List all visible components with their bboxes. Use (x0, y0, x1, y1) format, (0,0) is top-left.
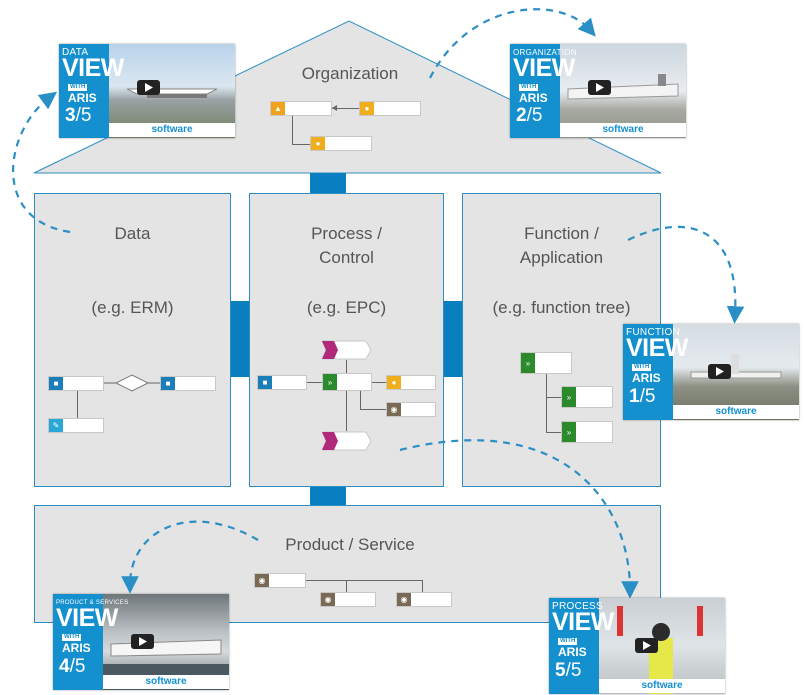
thumb-aris-label: ARIS (68, 91, 97, 105)
role-icon: ● (387, 376, 401, 389)
thumb-episode-number: 5/5 (555, 660, 582, 681)
process-view-video-thumbnail[interactable]: PROCESS VIEW WITH ARIS 5/5 software (549, 598, 725, 694)
product-node-child-2[interactable]: ◉ (396, 592, 452, 607)
thumb-view-label: VIEW (62, 54, 124, 82)
product-node-process[interactable]: ◉ (386, 402, 436, 417)
role-node-bottom[interactable]: ● (310, 136, 372, 151)
product-icon: ◉ (397, 593, 411, 606)
data-view-video-thumbnail[interactable]: DATA VIEW WITH ARIS 3/5 software (59, 44, 235, 138)
product-icon: ◉ (321, 593, 335, 606)
organization-view-title: Organization (301, 64, 399, 83)
thumb-subtitle: ORGANIZATION (513, 48, 577, 57)
thumb-aris-label: ARIS (519, 91, 548, 105)
role-icon: ● (360, 102, 374, 115)
thumb-aris-label: ARIS (62, 641, 91, 655)
play-icon[interactable] (137, 80, 160, 95)
event-node-top[interactable] (322, 340, 372, 360)
software-ag-logo: software (673, 405, 799, 419)
thumb-aris-label: ARIS (632, 371, 661, 385)
role-node-right[interactable]: ● (359, 101, 421, 116)
thumb-view-label: VIEW (513, 54, 575, 82)
data-view-example: (e.g. ERM) (91, 298, 174, 317)
software-ag-logo: software (109, 123, 235, 137)
connector-data-process (231, 301, 249, 377)
org-unit-node[interactable]: ▲ (270, 101, 332, 116)
function-node-process[interactable]: » (322, 373, 372, 391)
airplane-photo (107, 44, 235, 138)
thumb-with-label: WITH (68, 84, 88, 91)
thumb-with-label: WITH (632, 364, 652, 371)
product-icon: ◉ (387, 403, 401, 416)
product-view-video-thumbnail[interactable]: PRODUCT & SERVICES VIEW WITH ARIS 4/5 so… (53, 594, 229, 690)
function-icon: » (521, 353, 535, 373)
airplane-photo (671, 324, 799, 420)
function-view-title-line2: Application (519, 248, 604, 267)
entity-icon: ■ (161, 377, 175, 390)
org-node-process[interactable]: ■ (257, 375, 307, 390)
event-node-bottom[interactable] (322, 431, 372, 451)
thumb-subtitle: FUNCTION (626, 327, 681, 338)
play-icon[interactable] (708, 364, 731, 379)
play-icon[interactable] (635, 638, 658, 653)
function-view-video-thumbnail[interactable]: FUNCTION VIEW WITH ARIS 1/5 software (623, 324, 799, 420)
function-icon: » (562, 387, 576, 407)
thumb-episode-number: 3/5 (65, 105, 92, 126)
product-node-root[interactable]: ◉ (254, 573, 306, 588)
thumb-view-label: VIEW (56, 604, 118, 632)
thumb-with-label: WITH (558, 638, 578, 645)
entity-node-left[interactable]: ■ (48, 376, 104, 391)
attribute-node[interactable]: ✎ (48, 418, 104, 433)
product-view-title: Product / Service (285, 535, 415, 554)
connector-process-product (310, 487, 346, 505)
thumb-view-label: VIEW (626, 334, 688, 362)
function-view-title-line1: Function / (524, 224, 599, 243)
product-icon: ◉ (255, 574, 269, 587)
software-ag-logo: software (560, 123, 686, 137)
thumb-subtitle: PROCESS (552, 601, 604, 612)
thumb-with-label: WITH (519, 84, 539, 91)
software-ag-logo: software (599, 679, 725, 693)
process-view-title-line1: Process / (311, 224, 382, 243)
thumb-aris-label: ARIS (558, 645, 587, 659)
process-view-title-line2: Control (319, 248, 374, 267)
function-icon: » (323, 374, 337, 390)
organization-view-video-thumbnail[interactable]: ORGANIZATION VIEW WITH ARIS 2/5 software (510, 44, 686, 138)
thumb-episode-number: 4/5 (59, 656, 86, 677)
entity-node-right[interactable]: ■ (160, 376, 216, 391)
connector-roof-process (310, 173, 346, 193)
role-node-process[interactable]: ● (386, 375, 436, 390)
relationship-diamond-icon (104, 374, 160, 392)
org-unit-icon: ▲ (271, 102, 285, 115)
thumb-episode-number: 1/5 (629, 386, 656, 407)
play-icon[interactable] (588, 80, 611, 95)
product-node-child-1[interactable]: ◉ (320, 592, 376, 607)
thumb-with-label: WITH (62, 634, 82, 641)
org-unit-icon: ■ (258, 376, 272, 389)
function-view-example: (e.g. function tree) (492, 298, 631, 317)
role-icon: ● (311, 137, 325, 150)
thumb-episode-number: 2/5 (516, 105, 543, 126)
data-view-panel (34, 193, 231, 487)
attribute-icon: ✎ (49, 419, 63, 432)
process-view-example: (e.g. EPC) (306, 298, 387, 317)
function-tree-child-1[interactable]: » (561, 386, 613, 408)
software-ag-logo: software (103, 675, 229, 689)
function-tree-root[interactable]: » (520, 352, 572, 374)
data-view-title: Data (114, 224, 151, 243)
entity-icon: ■ (49, 377, 63, 390)
function-tree-child-2[interactable]: » (561, 421, 613, 443)
play-icon[interactable] (131, 634, 154, 649)
thumb-subtitle: PRODUCT & SERVICES (56, 600, 129, 606)
function-icon: » (562, 422, 576, 442)
connector-process-function (444, 301, 462, 377)
thumb-subtitle: DATA (62, 47, 89, 58)
thumb-view-label: VIEW (552, 608, 614, 636)
